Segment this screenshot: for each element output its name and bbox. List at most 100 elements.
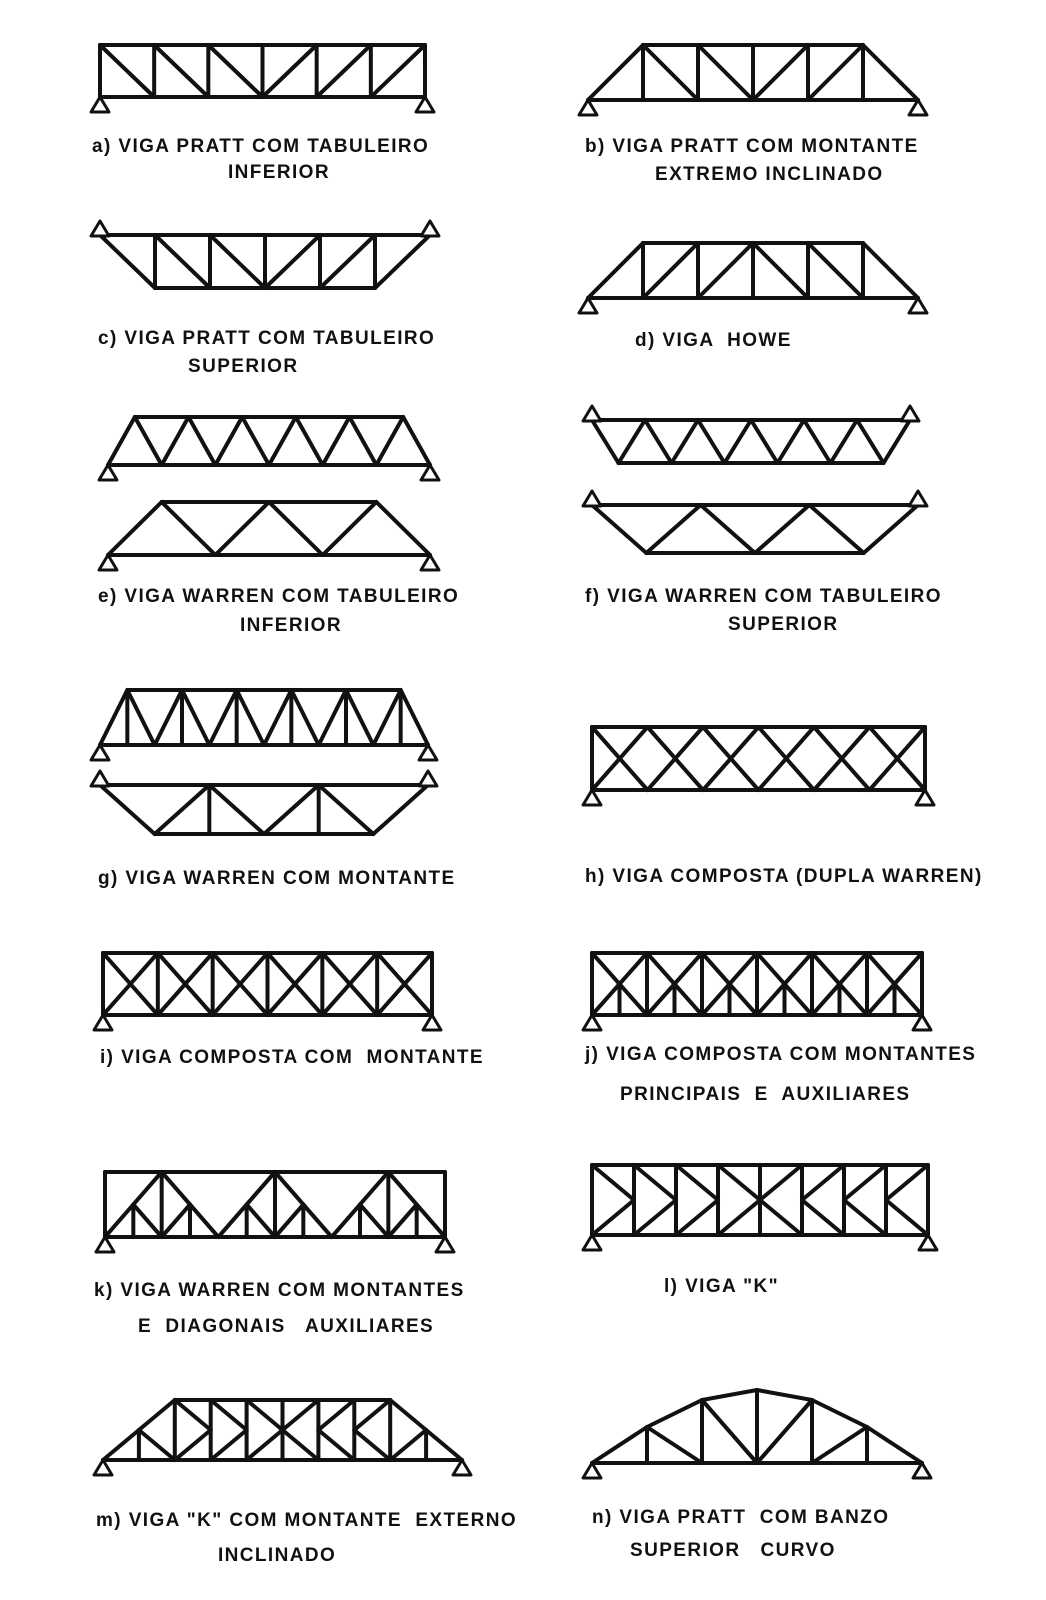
support-triangle-icon — [414, 95, 436, 114]
k-diagonal — [208, 1428, 249, 1462]
diagonal — [314, 43, 373, 99]
caption-l-line1: l) VIGA "K" — [664, 1276, 780, 1297]
diagonal — [643, 418, 674, 465]
caption-f-line2: SUPERIOR — [728, 614, 839, 635]
auxiliary-diagonal — [131, 1202, 164, 1239]
truss-g-lower — [98, 783, 430, 836]
diagonal — [645, 1425, 704, 1465]
k-diagonal — [716, 1198, 762, 1237]
caption-i-line1: i) VIGA COMPOSTA COM MONTANTE — [100, 1047, 484, 1068]
support-triangle-icon — [911, 1013, 933, 1032]
support-triangle-icon — [581, 1233, 603, 1252]
truss-layer — [98, 43, 930, 1465]
diagonal — [775, 418, 806, 465]
support-triangle-icon — [451, 1458, 473, 1477]
diagonal — [810, 1425, 869, 1465]
caption-n-line2: SUPERIOR CURVO — [630, 1540, 836, 1561]
end-post — [373, 233, 432, 290]
diagonal — [267, 415, 298, 467]
support-triangle-icon — [577, 296, 599, 315]
support-triangle-icon — [419, 463, 441, 482]
diagonal — [590, 418, 621, 465]
diagonal — [106, 500, 164, 557]
caption-k-line2: E DIAGONAIS AUXILIARES — [138, 1316, 435, 1337]
caption-a-line1: a) VIGA PRATT COM TABULEIRO — [92, 136, 430, 157]
diagonal — [590, 503, 649, 555]
caption-a-line2: INFERIOR — [228, 162, 330, 183]
diagonal — [756, 725, 816, 792]
caption-b-line2: EXTREMO INCLINADO — [655, 164, 884, 185]
k-diagonal — [800, 1198, 846, 1237]
diagonal — [644, 503, 703, 555]
support-triangle-icon — [434, 1235, 456, 1254]
diagonal — [206, 43, 265, 99]
k-diagonal — [352, 1398, 393, 1432]
k-diagonal — [590, 1163, 636, 1202]
caption-k-line1: k) VIGA WARREN COM MONTANTES — [94, 1280, 465, 1301]
diagonal — [234, 688, 266, 747]
support-triangle-icon — [89, 743, 111, 762]
k-diagonal — [632, 1198, 678, 1237]
support-triangle-icon — [419, 553, 441, 572]
truss-m — [101, 1398, 464, 1462]
diagonal — [368, 43, 427, 99]
k-diagonal — [244, 1398, 285, 1432]
k-diagonal — [316, 1428, 357, 1462]
k-diagonal — [842, 1198, 888, 1237]
truss-f-small-panels — [590, 418, 912, 465]
diagonal — [700, 1398, 759, 1465]
diagonal — [812, 725, 872, 792]
diagonal — [855, 418, 886, 465]
diagonal — [320, 415, 352, 467]
diagonal — [701, 725, 761, 792]
auxiliary-diagonal — [244, 1202, 277, 1239]
diagonal — [751, 241, 810, 300]
k-diagonal — [244, 1428, 285, 1462]
truss-l — [590, 1163, 930, 1237]
caption-d-line1: d) VIGA HOWE — [635, 330, 792, 351]
diagonal — [371, 783, 430, 836]
diagonal — [159, 500, 218, 557]
end-post — [586, 43, 645, 102]
auxiliary-diagonal — [159, 1202, 192, 1239]
truss-d — [586, 241, 920, 300]
support-triangle-icon — [89, 95, 111, 114]
support-triangle-icon — [581, 788, 603, 807]
caption-g-line1: g) VIGA WARREN COM MONTANTE — [98, 868, 456, 889]
k-diagonal — [632, 1163, 678, 1202]
diagonal — [616, 418, 647, 465]
caption-h-line1: h) VIGA COMPOSTA (DUPLA WARREN) — [585, 866, 983, 887]
diagonal — [316, 783, 376, 836]
diagonal — [263, 233, 322, 290]
diagonal — [186, 415, 218, 467]
k-diagonal — [758, 1198, 804, 1237]
truss-a — [98, 43, 427, 99]
k-diagonal — [884, 1198, 930, 1237]
truss-e-small-panels — [106, 415, 432, 467]
auxiliary-diagonal — [386, 1202, 419, 1239]
diagonal — [645, 725, 705, 792]
support-triangle-icon — [911, 1461, 933, 1480]
support-triangle-icon — [417, 743, 439, 762]
diagonal — [152, 783, 212, 836]
diagonal — [669, 418, 700, 465]
diagonal — [316, 688, 348, 747]
diagonal — [260, 43, 319, 99]
diagonal — [136, 1428, 177, 1462]
truss-f-large-panels — [590, 503, 920, 555]
diagonal — [98, 43, 157, 99]
diagonal — [125, 688, 157, 747]
diagonal — [641, 43, 700, 102]
caption-m-line1: m) VIGA "K" COM MONTANTE EXTERNO — [96, 1510, 517, 1531]
diagonal — [155, 951, 215, 1017]
diagonal — [289, 688, 321, 747]
k-diagonal — [172, 1398, 213, 1432]
support-triangle-icon — [89, 219, 111, 238]
truss-c — [98, 233, 432, 290]
diagonal — [293, 415, 325, 467]
support-triangle-icon — [907, 98, 929, 117]
diagonal — [375, 951, 434, 1017]
diagonal — [152, 43, 211, 99]
diagonal — [751, 43, 810, 102]
